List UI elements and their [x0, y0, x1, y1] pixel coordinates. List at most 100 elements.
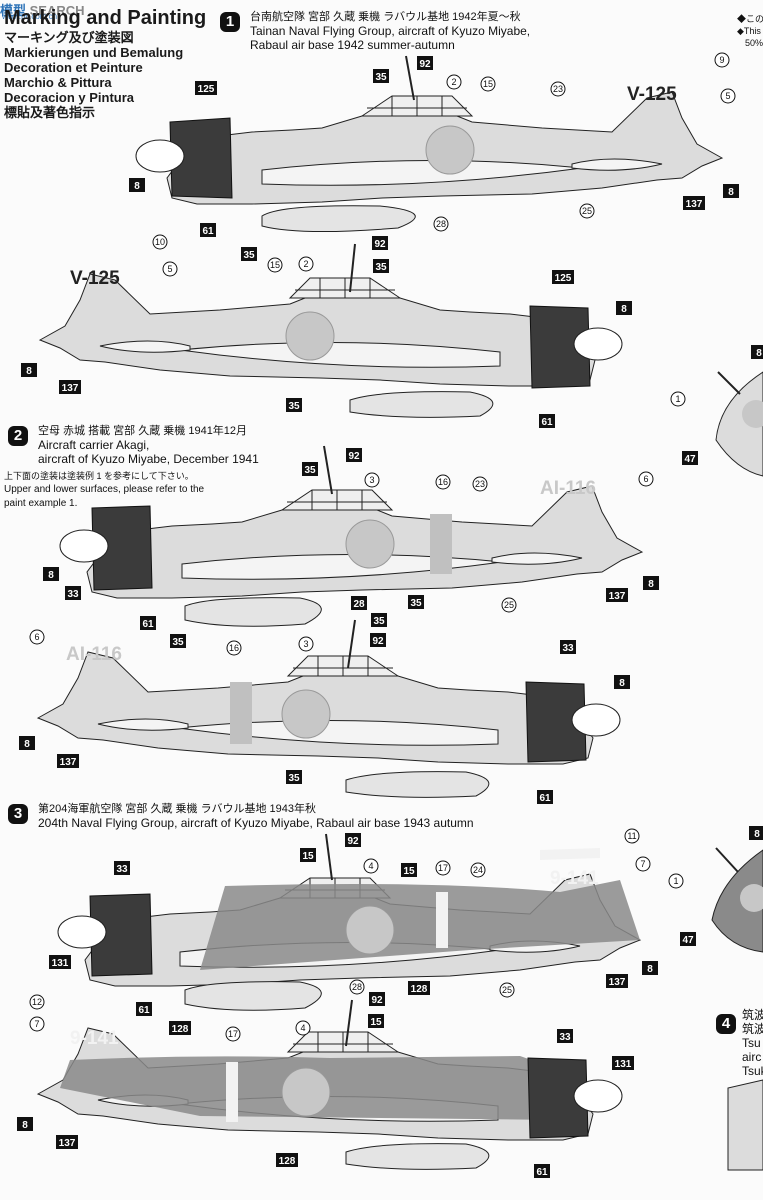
- callout-p3b_circ-2-ring: [225, 1026, 241, 1042]
- callout-p1b-2: 125: [555, 273, 572, 284]
- callout-side-3: 47: [682, 935, 694, 946]
- callout-p2a_circ-2-ring: [472, 476, 488, 492]
- callout-p3a-6-box: [606, 974, 628, 988]
- callout-p2a-0-box: [346, 448, 362, 462]
- page-title: Marking and Painting: [4, 7, 207, 29]
- callout-p1b-1: 35: [375, 262, 387, 273]
- callout-p3b_circ-4-ring: [349, 979, 365, 995]
- watermark-logo: 模型 SEARCH: [0, 0, 85, 19]
- callout-p1a_circ-0: 2: [451, 77, 456, 87]
- callout-p1a-4-box: [200, 223, 216, 237]
- callout-p1b_circ-0: 10: [155, 237, 165, 247]
- callout-p1b_circ-0-ring: [152, 234, 168, 250]
- p2a-tail-code: AI-116: [540, 478, 596, 499]
- p1a-tail-code: V-125: [627, 84, 677, 105]
- lang-es: Decoracion y Pintura: [4, 90, 135, 105]
- callout-p1b-6: 35: [288, 401, 300, 412]
- callout-p3b_circ-2: 17: [228, 1029, 238, 1039]
- callout-p1b_circ-1: 5: [167, 264, 172, 274]
- section-2-note-en1: Upper and lower surfaces, please refer t…: [4, 484, 205, 495]
- callout-p1a-1: 92: [419, 59, 431, 70]
- section-3-line-en: 204th Naval Flying Group, aircraft of Ky…: [38, 816, 474, 830]
- callout-p3b-3: 33: [559, 1032, 571, 1043]
- callout-p3a_circ-4-ring: [635, 856, 651, 872]
- p3b-tail-code: 9-141: [70, 1028, 119, 1049]
- callout-p3a-0: 92: [347, 836, 359, 847]
- callout-p2b-4: 8: [24, 739, 30, 750]
- callout-side_circ-1: 1: [673, 876, 678, 886]
- section-2-note-ja: 上下面の塗装は塗装例 1 を参考にして下さい。: [4, 471, 194, 481]
- callout-p1a-3-box: [129, 178, 145, 192]
- callout-p3b-8-box: [534, 1164, 550, 1178]
- callout-p1a-4: 61: [202, 226, 214, 237]
- callout-p1b_circ-3-ring: [298, 256, 314, 272]
- section-1-number: 1: [220, 12, 240, 32]
- callout-p3a_circ-5-ring: [499, 982, 515, 998]
- callout-p1a-3: 8: [134, 181, 140, 192]
- top-right-note-1: ◆この: [737, 14, 763, 24]
- callout-p1a_circ-5-ring: [433, 216, 449, 232]
- watermark-cn: 模型: [0, 3, 27, 18]
- callout-p2a-5-box: [170, 634, 186, 648]
- callout-p1a-5-box: [241, 247, 257, 261]
- callout-p3b-5-box: [17, 1117, 33, 1131]
- callout-p2a-5: 35: [172, 637, 184, 648]
- section-4-number: 4: [716, 1014, 736, 1034]
- callout-p2b-2: 33: [562, 643, 574, 654]
- callout-p3b_circ-0: 12: [32, 997, 42, 1007]
- callout-p1a_circ-0-ring: [446, 74, 462, 90]
- callout-p3b-4-box: [612, 1056, 634, 1070]
- callout-p3a_circ-3-ring: [624, 828, 640, 844]
- callout-p2b-2-box: [560, 640, 576, 654]
- callout-p2a-1-box: [302, 462, 318, 476]
- callout-p3a-7-box: [642, 961, 658, 975]
- section-4-line-1: 筑波: [742, 1008, 763, 1022]
- callout-p3a_circ-2-ring: [470, 862, 486, 878]
- watermark-url: www.hlj.com.cn: [2, 12, 58, 21]
- callout-p1a-0-box: [373, 69, 389, 83]
- callout-p2a-3-box: [65, 586, 81, 600]
- callout-p1a_circ-2: 23: [553, 84, 563, 94]
- section-2-line-en1: Aircraft carrier Akagi,: [38, 438, 150, 452]
- callout-p3b-7-box: [276, 1153, 298, 1167]
- callout-layer: 3592125861351378923512588137356192358336…: [17, 52, 763, 1178]
- callout-p1a-2: 125: [198, 84, 215, 95]
- callout-p1a_circ-3-ring: [714, 52, 730, 68]
- callout-p3b-4: 131: [615, 1059, 632, 1070]
- callout-p1a-1-box: [417, 56, 433, 70]
- callout-p2a-3: 33: [67, 589, 79, 600]
- callout-p2a-8: 137: [609, 591, 626, 602]
- callout-p1b_circ-1-ring: [162, 261, 178, 277]
- callout-p2b-6-box: [286, 770, 302, 784]
- callout-p3b_circ-1: 7: [34, 1019, 39, 1029]
- callout-side_circ-1-ring: [668, 873, 684, 889]
- callout-p3a_circ-0-ring: [363, 858, 379, 874]
- callout-side-0: 8: [756, 348, 762, 359]
- callout-p1a-6: 137: [686, 199, 703, 210]
- header-languages: Marking and Painting マーキング及び塗装図 Markieru…: [4, 6, 207, 120]
- section-2-line-ja: 空母 赤城 搭載 宮部 久蔵 乗機 1941年12月: [38, 425, 248, 437]
- callout-p1b-0: 92: [374, 239, 386, 250]
- callout-p2a_circ-0: 3: [369, 475, 374, 485]
- callout-p3b-9-box: [169, 1021, 191, 1035]
- callout-p1a_circ-3: 9: [719, 55, 724, 65]
- callout-p2b_circ-1-ring: [226, 640, 242, 656]
- callout-p3b-2: 15: [370, 1017, 382, 1028]
- callout-p1b-3-box: [616, 301, 632, 315]
- callout-p3a-5-box: [408, 981, 430, 995]
- watermark-en: SEARCH: [29, 3, 85, 18]
- callout-p1b_circ-3: 2: [303, 259, 308, 269]
- callout-p2a-2: 8: [48, 570, 54, 581]
- callout-p3b-7: 128: [279, 1156, 296, 1167]
- callout-side_circ-0-ring: [670, 391, 686, 407]
- callout-p1a-7: 8: [728, 187, 734, 198]
- section-1-line-en2: Rabaul air base 1942 summer-autumn: [250, 38, 455, 52]
- callout-p1b-5-box: [59, 380, 81, 394]
- callout-side-1: 47: [684, 454, 696, 465]
- lang-ja: マーキング及び塗装図: [4, 30, 134, 45]
- callout-p2b-4-box: [19, 736, 35, 750]
- section-4-line-3: Tsu: [742, 1036, 761, 1050]
- callout-side-3-box: [680, 932, 696, 946]
- callout-p2a-6: 28: [353, 599, 365, 610]
- callout-p3a-0-box: [345, 833, 361, 847]
